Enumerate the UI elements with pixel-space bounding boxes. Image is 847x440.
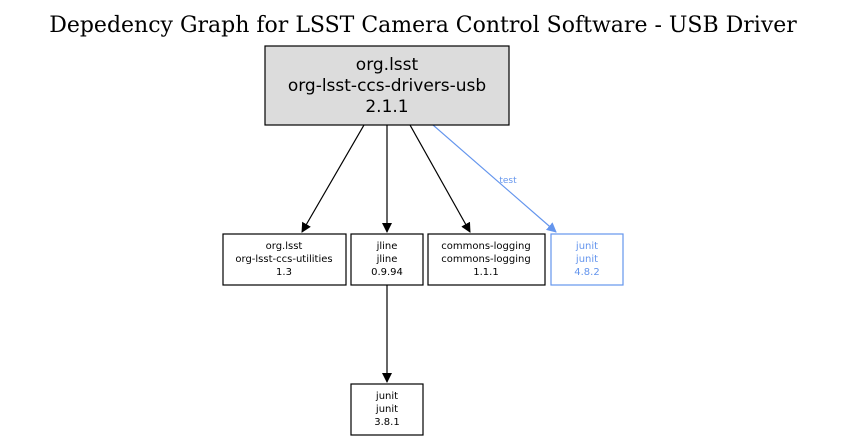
node-junit-old[interactable]: junit junit 3.8.1 [350,383,424,436]
node-logging[interactable]: commons-logging commons-logging 1.1.1 [427,233,546,286]
edge-root-junit-test [432,124,557,233]
node-junit-test-version: 4.8.2 [574,267,599,278]
edge-label-test: test [499,176,517,186]
node-root-group: org.lsst [356,55,419,75]
node-junit-test[interactable]: junit junit 4.8.2 [550,233,624,286]
node-junit-test-artifact: junit [575,254,598,265]
node-root-version: 2.1.1 [365,97,408,117]
node-jline-group: jline [376,241,398,252]
edge-root-utilities [301,124,365,233]
node-utilities-group: org.lsst [266,241,303,252]
node-logging-group: commons-logging [441,241,530,252]
node-junit-old-group: junit [375,391,398,402]
node-junit-test-group: junit [575,241,598,252]
node-utilities-artifact: org-lsst-ccs-utilities [235,254,332,265]
node-junit-old-version: 3.8.1 [374,417,399,428]
node-utilities-version: 1.3 [276,267,292,278]
node-jline[interactable]: jline jline 0.9.94 [350,233,424,286]
edge-root-logging [409,124,471,233]
node-logging-artifact: commons-logging [441,254,530,265]
graph-title: Depedency Graph for LSST Camera Control … [49,13,797,38]
node-root[interactable]: org.lsst org-lsst-ccs-drivers-usb 2.1.1 [264,45,510,126]
node-utilities[interactable]: org.lsst org-lsst-ccs-utilities 1.3 [222,233,347,286]
node-logging-version: 1.1.1 [473,267,498,278]
node-root-artifact: org-lsst-ccs-drivers-usb [288,76,486,96]
node-jline-artifact: jline [376,254,398,265]
node-junit-old-artifact: junit [375,404,398,415]
node-jline-version: 0.9.94 [371,267,403,278]
